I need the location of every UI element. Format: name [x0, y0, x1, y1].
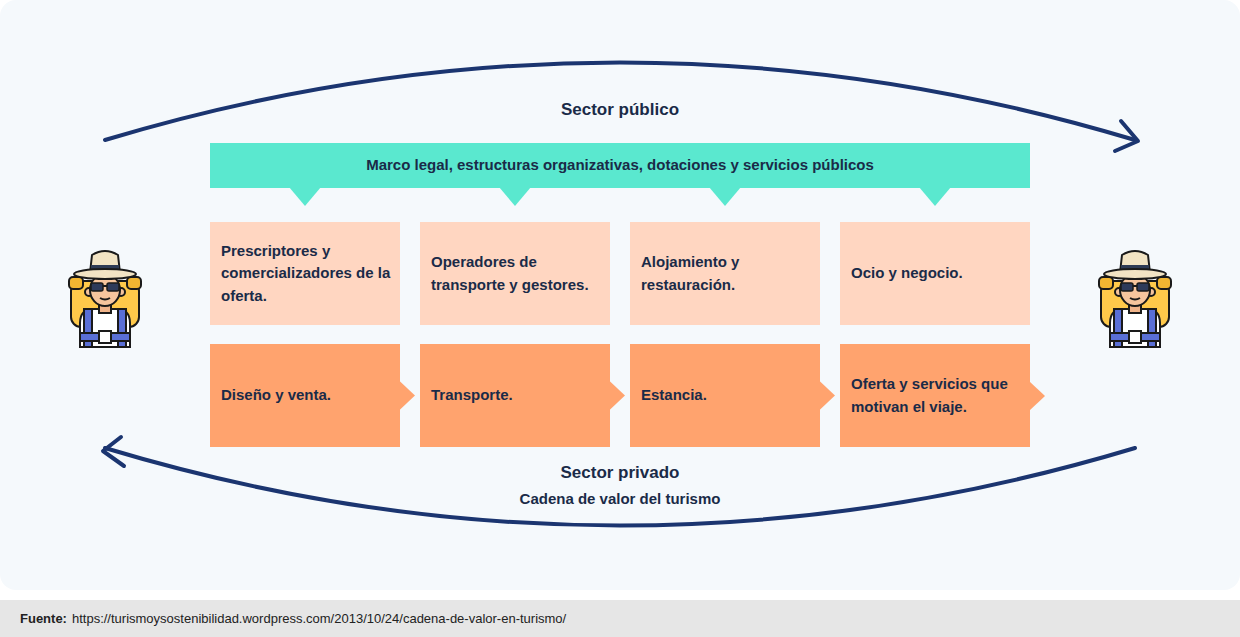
box-text: Ocio y negocio. — [851, 262, 963, 285]
box-text: Estancia. — [641, 384, 707, 407]
source-bar: Fuente: https://turismoysostenibilidad.wo… — [0, 600, 1240, 637]
chain-title: Cadena de valor del turismo — [320, 489, 920, 509]
section-label: Sector privado — [320, 462, 920, 484]
agent-box: Prescriptores y comercializadores de la … — [210, 222, 400, 325]
flow-chevron — [609, 381, 625, 411]
agent-box: Operadores de transporte y gestores. — [420, 222, 610, 325]
traveler-icon — [69, 251, 141, 347]
flow-chevron — [399, 381, 415, 411]
flow-chevron — [819, 381, 835, 411]
cycle-arc — [105, 63, 1135, 141]
band-pointer — [919, 187, 951, 206]
box-text: Oferta y servicios que motivan el viaje. — [851, 373, 1022, 418]
box-text: Prescriptores y comercializadores de la … — [221, 240, 392, 308]
box-text: Operadores de transporte y gestores. — [431, 251, 602, 296]
stage-box: Diseño y venta. — [210, 344, 400, 447]
stage-box: Oferta y servicios que motivan el viaje. — [840, 344, 1030, 447]
arc-arrowhead — [1115, 121, 1138, 151]
stage-box: Estancia. — [630, 344, 820, 447]
source-prefix: Fuente: — [20, 611, 67, 626]
band-pointer — [289, 187, 321, 206]
box-text: Transporte. — [431, 384, 513, 407]
cycle-arc — [105, 448, 1135, 526]
section-label: Sector público — [320, 99, 920, 121]
band-pointer — [499, 187, 531, 206]
agent-box: Ocio y negocio. — [840, 222, 1030, 325]
box-text: Marco legal, estructuras organizativas, … — [366, 154, 874, 177]
arc-arrowhead — [103, 437, 124, 466]
framework-band: Marco legal, estructuras organizativas, … — [210, 143, 1030, 188]
stage-box: Transporte. — [420, 344, 610, 447]
source-url: https://turismoysostenibilidad.wordpress… — [72, 611, 566, 626]
box-text: Alojamiento y restauración. — [641, 251, 812, 296]
box-text: Diseño y venta. — [221, 384, 331, 407]
agent-box: Alojamiento y restauración. — [630, 222, 820, 325]
chevron-tip — [1029, 381, 1045, 411]
traveler-icon — [1099, 251, 1171, 347]
band-pointer — [709, 187, 741, 206]
